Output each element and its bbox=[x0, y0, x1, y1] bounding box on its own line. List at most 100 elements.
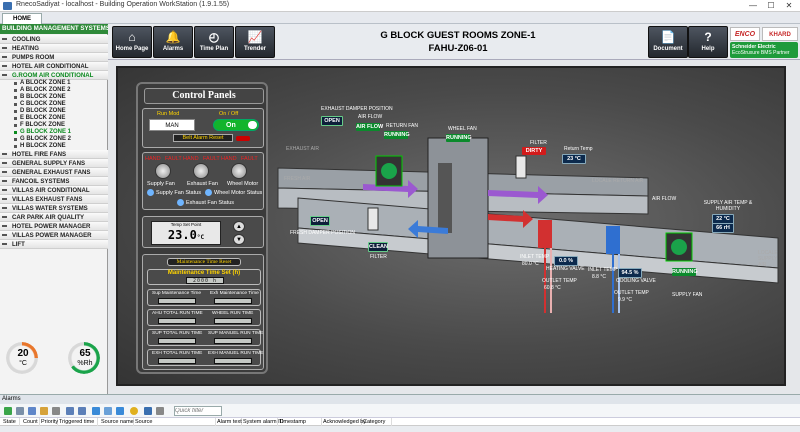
refresh-icon[interactable] bbox=[92, 407, 100, 415]
heat-wheel bbox=[438, 163, 452, 233]
nav-item-lift[interactable]: LIFT bbox=[0, 240, 108, 249]
temp-down-button[interactable]: ▼ bbox=[233, 234, 245, 245]
col-priority[interactable]: Priority bbox=[41, 418, 59, 426]
nav-item-villas-power[interactable]: VILLAS POWER MANAGER bbox=[0, 231, 108, 240]
exhaust-fan-switch[interactable] bbox=[193, 163, 209, 179]
nav-sub-e-block[interactable]: E BLOCK ZONE bbox=[0, 115, 108, 122]
red-arrow bbox=[488, 210, 533, 228]
pencil-icon[interactable] bbox=[16, 407, 24, 415]
exh-total-run-display bbox=[158, 358, 196, 364]
tab-home[interactable]: HOME bbox=[2, 13, 42, 24]
run-mod-label: Run Mod bbox=[157, 111, 180, 117]
nav-sub-g-block-2[interactable]: G BLOCK ZONE 2 bbox=[0, 136, 108, 143]
star-icon[interactable] bbox=[130, 407, 138, 415]
col-system-alarm-id[interactable]: System alarm ID bbox=[243, 418, 284, 426]
home-page-button[interactable]: ⌂Home Page bbox=[112, 26, 152, 58]
nav-item-pumps-room[interactable]: PUMPS ROOM bbox=[0, 53, 108, 62]
nav-item-cooling[interactable]: COOLING bbox=[0, 35, 108, 44]
on-off-toggle[interactable]: On bbox=[213, 119, 259, 131]
filter-icon[interactable] bbox=[144, 407, 152, 415]
nav-item-villas-ac[interactable]: VILLAS AIR CONDITIONAL bbox=[0, 186, 108, 195]
outlet-temp-2-label: OUTLET TEMP bbox=[614, 290, 649, 296]
nav-item-villas-exhaust-fans[interactable]: VILLAS EXHAUST FANS bbox=[0, 195, 108, 204]
collapse-icon bbox=[2, 56, 7, 58]
nav-item-villas-water[interactable]: VILLAS WATER SYSTEMS bbox=[0, 204, 108, 213]
nav-item-hotel-ac[interactable]: HOTEL AIR CONDITIONAL bbox=[0, 62, 108, 71]
time-plan-button[interactable]: ◴Time Plan bbox=[194, 26, 234, 58]
link-icon[interactable] bbox=[104, 407, 112, 415]
nav-item-hotel-fire-fans[interactable]: HOTEL FIRE FANS bbox=[0, 150, 108, 159]
group-icon[interactable] bbox=[78, 407, 86, 415]
temperature-value: 20 bbox=[17, 348, 29, 359]
col-count[interactable]: Count bbox=[22, 418, 40, 426]
supply-fan-switch[interactable] bbox=[155, 163, 171, 179]
col-timestamp[interactable]: Timestamp bbox=[278, 418, 322, 426]
outlet-temp-1-label: OUTLET TEMP bbox=[542, 278, 577, 284]
trender-button[interactable]: 📈Trender bbox=[235, 26, 275, 58]
maintenance-time-set-input[interactable]: 2000 h bbox=[186, 277, 224, 284]
bullet-icon bbox=[14, 96, 17, 99]
bullet-icon bbox=[14, 145, 17, 148]
inlet-temp-1-value: 80.0 °C bbox=[522, 261, 539, 267]
print-icon[interactable] bbox=[52, 407, 60, 415]
temp-up-button[interactable]: ▲ bbox=[233, 221, 245, 232]
purple-arrow-2 bbox=[488, 186, 548, 204]
assign-icon[interactable] bbox=[28, 407, 36, 415]
onoff-label: On / Off bbox=[219, 111, 239, 117]
wheel-motor-switch[interactable] bbox=[231, 163, 247, 179]
chevron-down-icon[interactable] bbox=[156, 407, 164, 415]
nav-item-general-supply-fans[interactable]: GENERAL SUPPLY FANS bbox=[0, 159, 108, 168]
nav-sub-h-block[interactable]: H BLOCK ZONE bbox=[0, 143, 108, 150]
minimize-icon[interactable]: — bbox=[749, 1, 757, 10]
col-triggered-time[interactable]: Triggered time bbox=[58, 418, 98, 426]
document-button[interactable]: 📄Document bbox=[648, 26, 688, 58]
nav-item-groom-ac[interactable]: G.ROOM AIR CONDITIONAL bbox=[0, 71, 108, 80]
user-icon[interactable] bbox=[66, 407, 74, 415]
nav-sub-a-block-1[interactable]: A BLOCK ZONE 1 bbox=[0, 80, 108, 87]
nav-sub-b-block[interactable]: B BLOCK ZONE bbox=[0, 94, 108, 101]
nav-item-general-exhaust-fans[interactable]: GENERAL EXHAUST FANS bbox=[0, 168, 108, 177]
nav-sub-c-block[interactable]: C BLOCK ZONE bbox=[0, 101, 108, 108]
temperature-unit: °C bbox=[19, 360, 27, 367]
nav-sub-f-block[interactable]: F BLOCK ZONE bbox=[0, 122, 108, 129]
col-acknowledged-by[interactable]: Acknowledged by bbox=[323, 418, 367, 426]
nav-item-hotel-power[interactable]: HOTEL POWER MANAGER bbox=[0, 222, 108, 231]
bullet-icon bbox=[14, 124, 17, 127]
supply-air-flow-label: AIR FLOW bbox=[652, 196, 677, 202]
acknowledge-icon[interactable] bbox=[4, 407, 12, 415]
exhaust-damper-label: EXHAUST DAMPER POSITION bbox=[321, 106, 393, 112]
col-source[interactable]: Source bbox=[134, 418, 216, 426]
alarms-button[interactable]: 🔔Alarms bbox=[153, 26, 193, 58]
page-title: G BLOCK GUEST ROOMS ZONE-1 FAHU-Z06-01 bbox=[338, 29, 578, 55]
run-mode-section: Run Mod On / Off MAN On Belt Alarm Reset bbox=[142, 108, 264, 148]
nav-sub-a-block-2[interactable]: A BLOCK ZONE 2 bbox=[0, 87, 108, 94]
fan-status-section: HAND HAND HAND FAULT FAULT FAULT Supply … bbox=[142, 152, 264, 210]
collapse-icon bbox=[2, 153, 7, 155]
folder-icon[interactable] bbox=[40, 407, 48, 415]
col-category[interactable]: Category bbox=[362, 418, 392, 426]
filter-lower-status: CLEAN bbox=[368, 242, 388, 252]
sort-icon[interactable] bbox=[116, 407, 124, 415]
nav-sub-d-block[interactable]: D BLOCK ZONE bbox=[0, 108, 108, 115]
maintenance-time-reset-button[interactable]: Maintenance Time Reset bbox=[167, 258, 241, 266]
air-flow-label: AIR FLOW bbox=[358, 114, 383, 120]
schneider-partner-logo: Schneider Electric EcoStruxure BMS Partn… bbox=[730, 42, 798, 58]
bell-icon: 🔔 bbox=[165, 30, 181, 44]
exhaust-fan-status-label: Exhaust Fan Status bbox=[186, 200, 234, 206]
maximize-icon[interactable]: ☐ bbox=[767, 1, 775, 10]
bullet-icon bbox=[14, 117, 17, 120]
quick-filter-input[interactable] bbox=[174, 406, 222, 416]
hand-label-1: HAND bbox=[145, 156, 161, 162]
nav-item-car-park[interactable]: CAR PARK AIR QUALITY bbox=[0, 213, 108, 222]
close-icon[interactable]: ✕ bbox=[785, 1, 793, 10]
help-button[interactable]: ?Help bbox=[688, 26, 728, 58]
ahu-schematic bbox=[277, 137, 779, 313]
col-source-name[interactable]: Source name bbox=[101, 418, 134, 426]
col-alarm-text[interactable]: Alarm text bbox=[217, 418, 242, 426]
nav-sub-g-block-1[interactable]: G BLOCK ZONE 1 bbox=[0, 129, 108, 136]
nav-item-heating[interactable]: HEATING bbox=[0, 44, 108, 53]
col-state[interactable]: State bbox=[2, 418, 20, 426]
belt-alarm-reset-button[interactable]: Belt Alarm Reset bbox=[173, 134, 233, 142]
run-mode-select[interactable]: MAN bbox=[149, 119, 195, 131]
nav-item-fancoil-systems[interactable]: FANCOIL SYSTEMS bbox=[0, 177, 108, 186]
